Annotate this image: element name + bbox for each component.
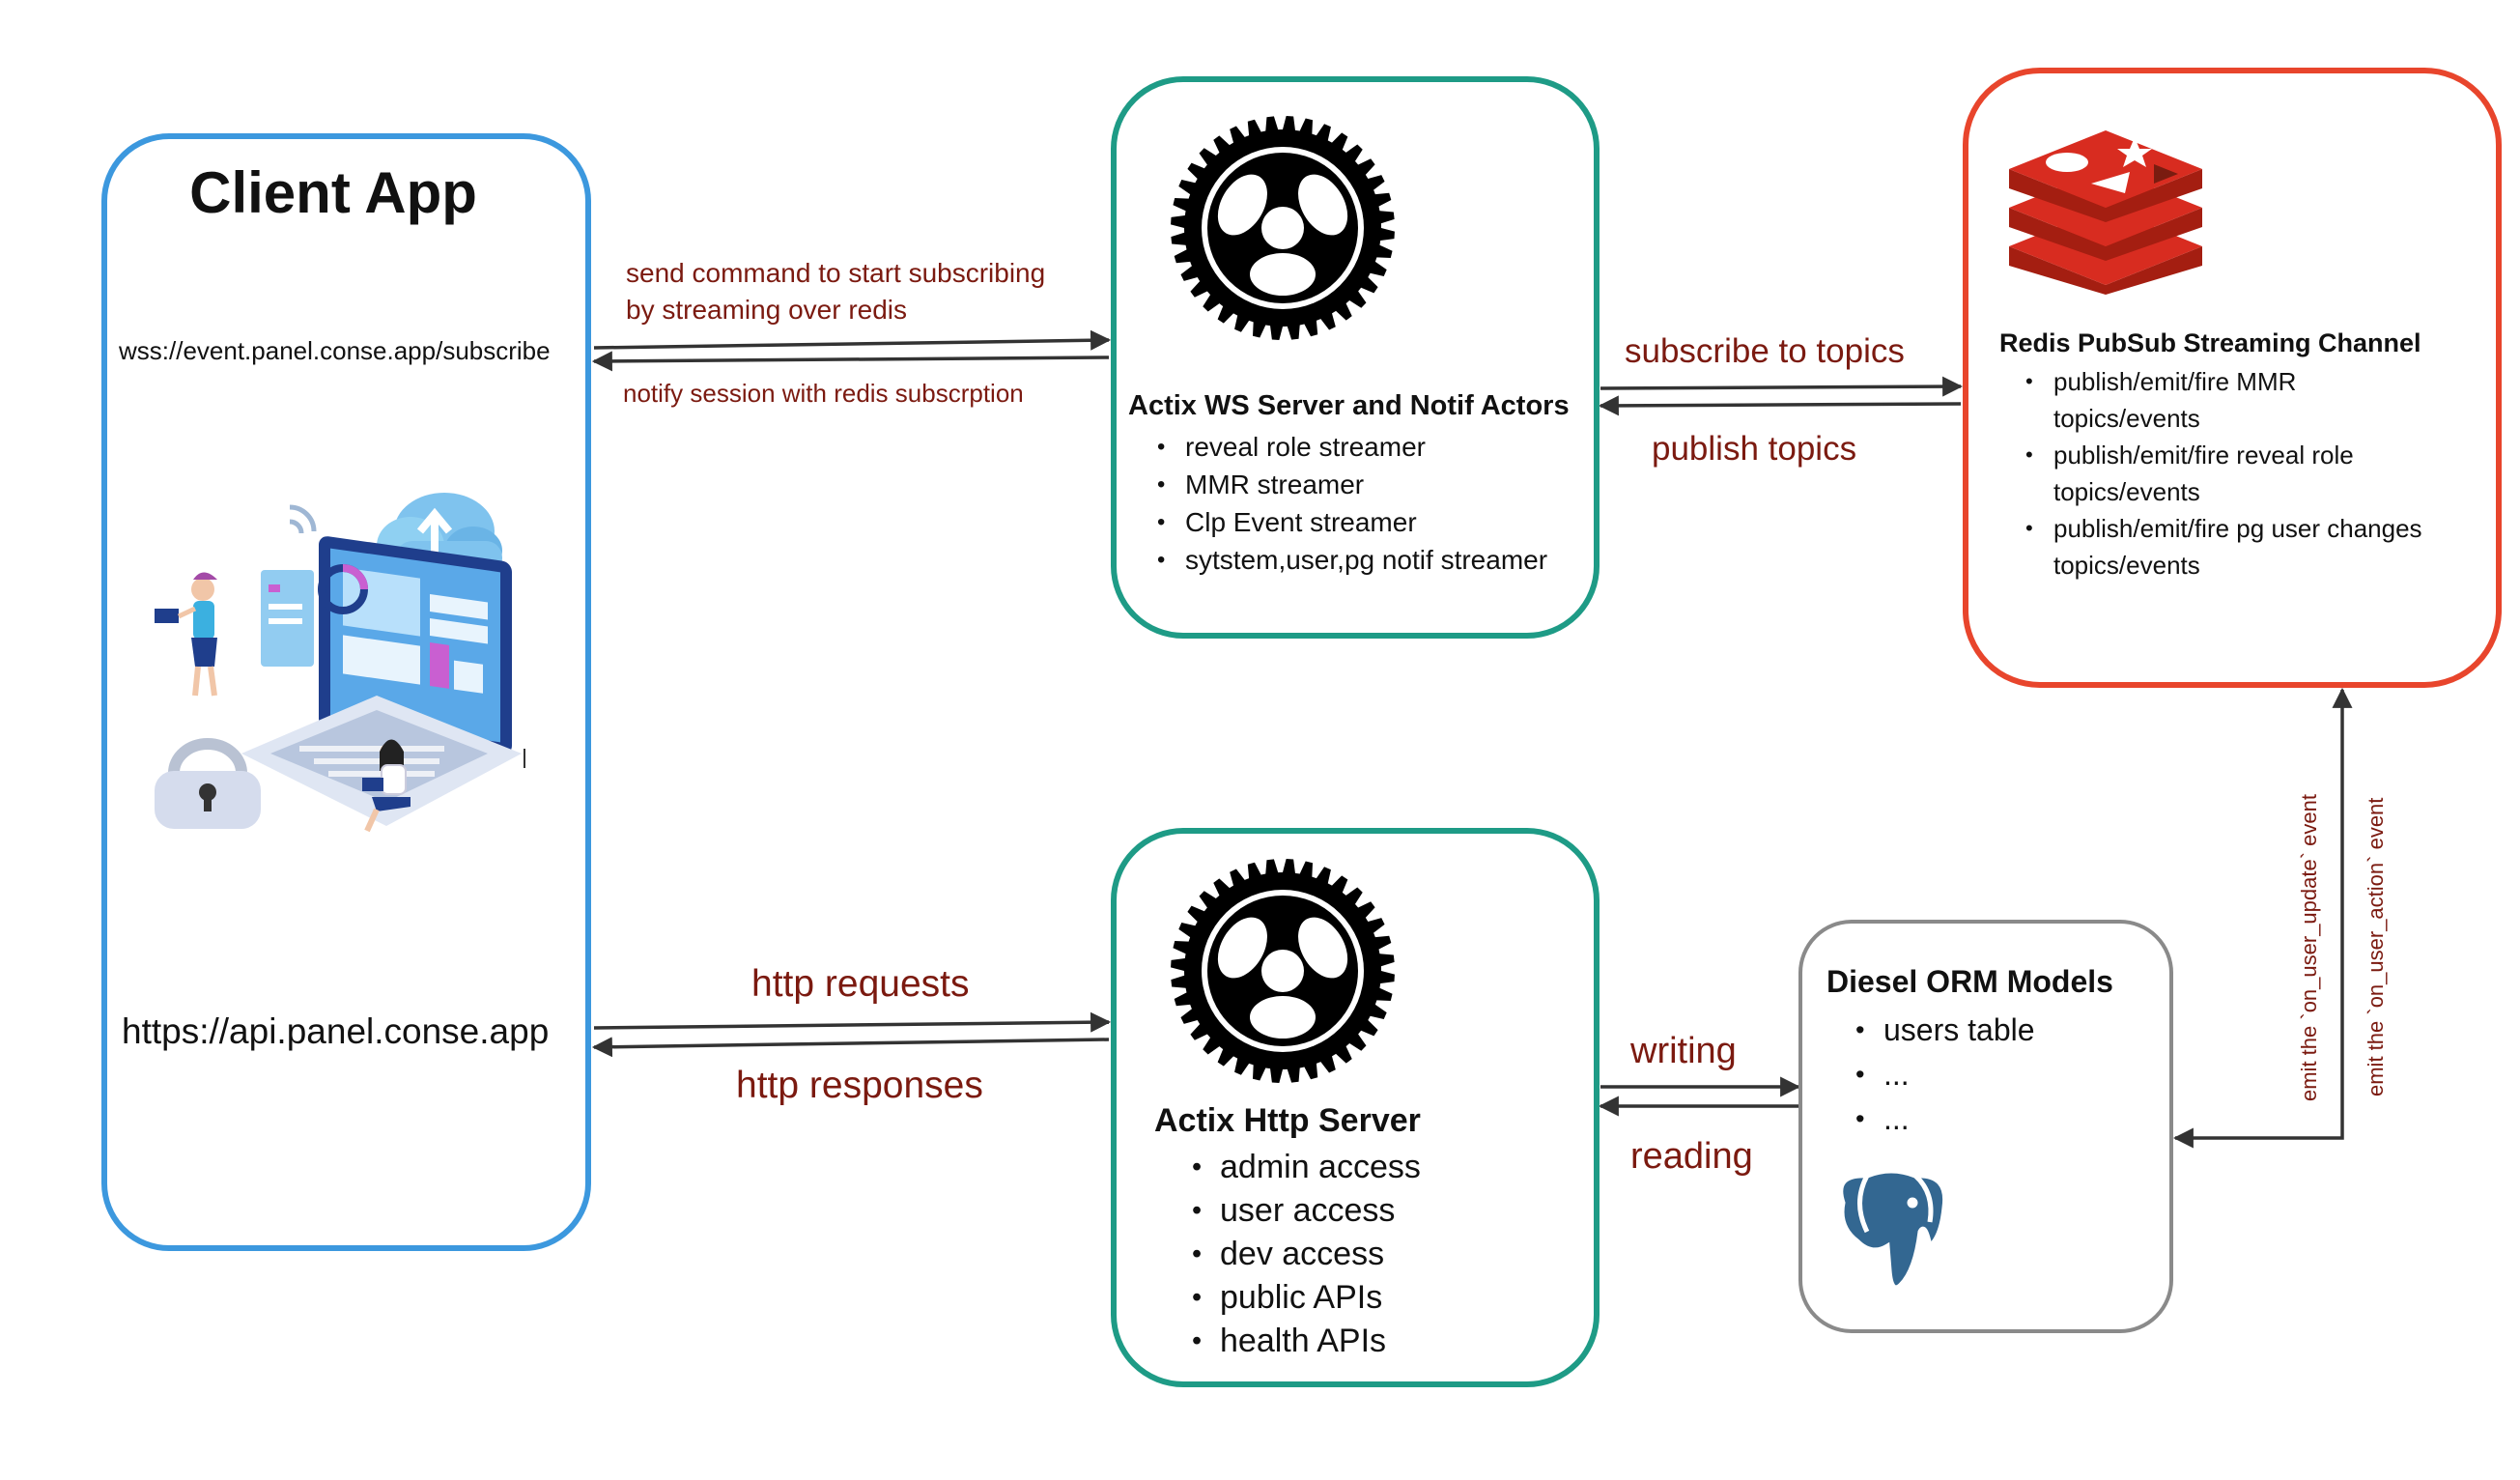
- person-sitting-icon: [362, 739, 411, 833]
- publish-arrow: [1598, 395, 1962, 416]
- list-item: user access: [1186, 1189, 1421, 1233]
- notify-session-label: notify session with redis subscrption: [623, 379, 1024, 408]
- list-item: publish/emit/fire pg user changestopics/…: [2020, 510, 2422, 583]
- ws-request-arrow: [593, 329, 1112, 351]
- list-item: publish/emit/fire reveal roletopics/even…: [2020, 437, 2422, 510]
- http-response-arrow: [591, 1037, 1110, 1058]
- list-item: reveal role streamer: [1151, 428, 1547, 466]
- http-requests-label: http requests: [751, 963, 970, 1005]
- redis-logo-icon: [2009, 130, 2202, 295]
- publish-topics-label: publish topics: [1652, 430, 1857, 468]
- reading-label: reading: [1630, 1136, 1753, 1177]
- list-item: MMR streamer: [1151, 466, 1547, 503]
- subscribe-arrow: [1600, 376, 1964, 397]
- list-item: users table: [1850, 1008, 2035, 1052]
- laptop-cloud-illustration-icon: [155, 493, 525, 833]
- api-url[interactable]: https://api.panel.conse.app: [122, 1011, 550, 1051]
- ws-server-title: Actix WS Server and Notif Actors: [1128, 390, 1570, 421]
- padlock-icon: [155, 738, 261, 829]
- send-command-label: send command to start subscribing by str…: [626, 258, 1046, 325]
- list-item: dev access: [1186, 1233, 1421, 1276]
- actix-gear-icon: [1171, 859, 1395, 1083]
- emit-user-update-label: emit the `on_user_update` event: [2297, 794, 2321, 1101]
- http-responses-label: http responses: [736, 1065, 983, 1106]
- ws-notify-arrow: [591, 351, 1110, 372]
- ws-url[interactable]: wss://event.panel.conse.app/subscribe: [119, 336, 551, 365]
- http-request-arrow: [593, 1011, 1112, 1033]
- list-item: admin access: [1186, 1146, 1421, 1189]
- diesel-list: users table ... ...: [1850, 1008, 2035, 1141]
- client-app-title: Client App: [189, 160, 477, 225]
- writing-label: writing: [1630, 1031, 1737, 1071]
- actix-gear-icon: [1171, 116, 1395, 340]
- list-item: public APIs: [1186, 1276, 1421, 1320]
- http-server-title: Actix Http Server: [1154, 1102, 1421, 1139]
- list-item: sytstem,user,pg notif streamer: [1151, 541, 1547, 579]
- person-standing-icon: [155, 572, 217, 697]
- subscribe-topics-label: subscribe to topics: [1625, 332, 1905, 370]
- diesel-redis-arrow: [2172, 687, 2353, 1149]
- list-item: Clp Event streamer: [1151, 503, 1547, 541]
- redis-title: Redis PubSub Streaming Channel: [1999, 328, 2421, 357]
- list-item: ...: [1850, 1052, 2035, 1096]
- postgresql-elephant-icon: [1838, 1168, 1948, 1291]
- http-server-list: admin access user access dev access publ…: [1186, 1146, 1421, 1363]
- emit-user-action-label: emit the `on_user_action` event: [2364, 797, 2388, 1096]
- list-item: health APIs: [1186, 1320, 1421, 1363]
- diesel-title: Diesel ORM Models: [1826, 964, 2113, 999]
- ws-server-list: reveal role streamer MMR streamer Clp Ev…: [1151, 428, 1547, 579]
- list-item: ...: [1850, 1096, 2035, 1141]
